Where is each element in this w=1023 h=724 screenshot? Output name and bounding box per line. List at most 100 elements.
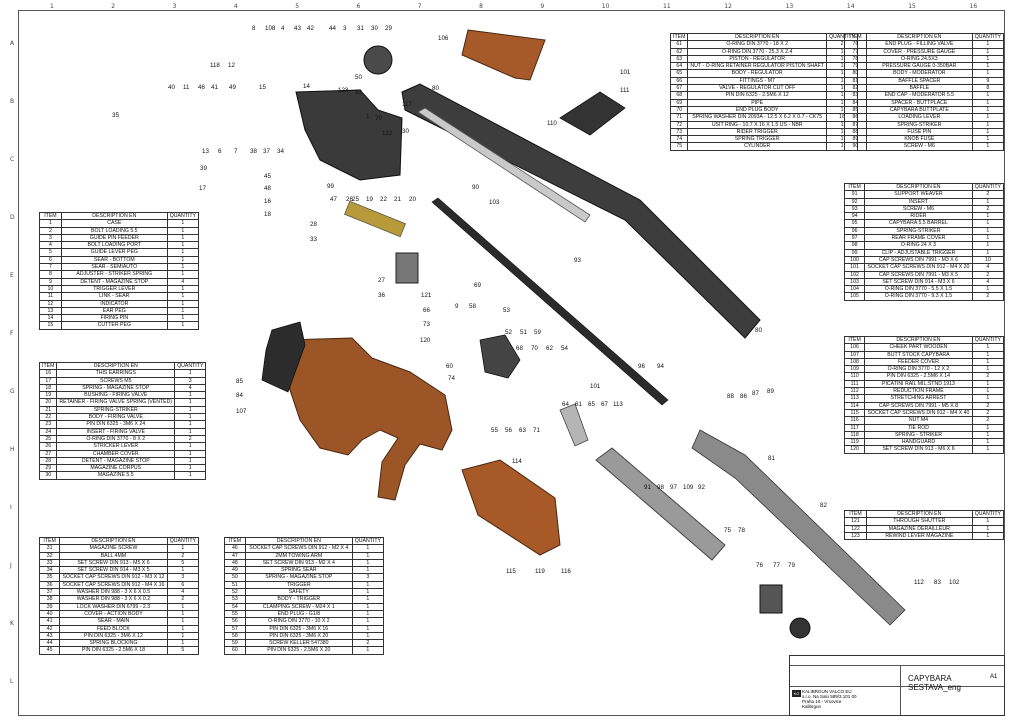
part-description: SPACER - BUTTPLACE — [865, 98, 973, 107]
callout-label: 37 — [263, 148, 270, 155]
part-description: BODY - MODERATOR — [865, 69, 973, 78]
item-number: 68 — [669, 91, 689, 100]
part-quantity: 1 — [174, 398, 207, 407]
part-description: SEAR - BOTTOM — [60, 255, 168, 265]
part-quantity: 1 — [174, 405, 207, 415]
item-number: 72 — [669, 120, 689, 129]
callout-label: 52 — [505, 329, 512, 336]
callout-label: 25 — [352, 196, 359, 203]
part-quantity: 1 — [971, 135, 1005, 144]
item-number: 92 — [843, 197, 866, 206]
callout-label: 82 — [820, 502, 827, 509]
part-description: STRICKER LEVER — [56, 442, 176, 451]
item-number: 79 — [844, 62, 867, 71]
ruler-row-label: F — [10, 330, 14, 337]
part-quantity: 4 — [166, 277, 200, 286]
part-description: RETAINER - FIRING VALVE SPRING (VENTED) — [56, 398, 176, 407]
part-quantity: 10 — [971, 255, 1005, 265]
part-description: INSERT — [864, 197, 973, 206]
callout-label: 48 — [264, 185, 271, 192]
part-description: O-RING DIN 3770 - 25.3 X 2.4 — [687, 47, 827, 56]
tie-rod — [417, 107, 591, 223]
header-description: DESCRIPTION EN — [864, 335, 973, 345]
callout-label: 21 — [394, 196, 401, 203]
header-description: DESCRIPTION EN — [60, 211, 168, 221]
callout-label: 121 — [421, 292, 432, 299]
header-quantity: QUANTITY — [174, 361, 207, 371]
callout-label: 69 — [474, 282, 481, 289]
item-number: 87 — [844, 120, 867, 129]
header-description: DESCRIPTION EN — [59, 536, 168, 546]
part-description: FUSE PIN — [865, 127, 973, 137]
part-quantity: 1 — [971, 394, 1005, 403]
part-description: CAPYBARA 5.5 BARREL — [864, 219, 973, 228]
callout-label: 111 — [620, 87, 630, 94]
item-number: 101 — [843, 263, 866, 272]
part-description: SCREWS M5 — [56, 376, 176, 385]
drawing-title: CAPYBARA SESTAVA_eng — [908, 674, 961, 692]
item-number: 54 — [224, 602, 246, 611]
callout-label: 87 — [752, 390, 759, 397]
callout-label: 34 — [277, 148, 284, 155]
item-number: 116 — [843, 416, 866, 425]
callout-label: 109 — [683, 484, 694, 491]
part-quantity: 4 — [971, 263, 1005, 272]
part-description: CLAMPING SCREW - M24 X 1 — [244, 602, 353, 611]
part-quantity: 1 — [971, 98, 1005, 107]
callout-label: 76 — [756, 562, 763, 569]
callout-label: 80 — [755, 327, 762, 334]
part-description: PIN DIN 6325 - 3M6 X 24 — [56, 420, 176, 429]
item-number: 34 — [38, 566, 61, 575]
header-quantity: QUANTITY — [971, 32, 1005, 42]
item-number: 41 — [38, 617, 61, 626]
part-description: RIDER TRIGGER — [687, 127, 827, 137]
part-quantity: 2 — [971, 408, 1005, 418]
part-description: O-RING DIN 3770 - 12 X 2 — [864, 365, 973, 374]
callout-label: 38 — [250, 148, 257, 155]
item-number: 97 — [843, 234, 866, 243]
callout-label: 13 — [202, 148, 209, 155]
callout-label: 102 — [949, 579, 960, 586]
part-description: SET SCREW DIN 914 - M3 X 6 — [864, 277, 973, 287]
part-quantity: 2 — [971, 372, 1005, 381]
item-number: 82 — [844, 84, 867, 93]
part-quantity: 1 — [971, 379, 1005, 389]
item-number: 13 — [39, 306, 62, 316]
ruler-row-label: A — [10, 40, 15, 47]
callout-label: 67 — [601, 401, 608, 408]
item-number: 93 — [843, 204, 866, 214]
callout-label: 80 — [432, 85, 439, 92]
item-number: 14 — [39, 314, 62, 323]
ruler-column-label: 2 — [111, 3, 116, 10]
part-quantity: 1 — [971, 248, 1005, 257]
part-quantity: 1 — [971, 531, 1005, 541]
part-description: MAGAZINE DERAILLEUR — [865, 524, 973, 533]
callout-label: 8 — [252, 25, 256, 32]
part-quantity: 1 — [971, 54, 1005, 64]
callout-label: 122 — [382, 130, 393, 137]
part-quantity: 6 — [166, 580, 200, 590]
item-number: 120 — [843, 445, 866, 454]
item-number: 115 — [843, 408, 866, 418]
callout-label: 18 — [264, 211, 271, 218]
part-quantity: 1 — [166, 270, 200, 279]
part-description: BAFFLE SPACER — [865, 76, 973, 86]
